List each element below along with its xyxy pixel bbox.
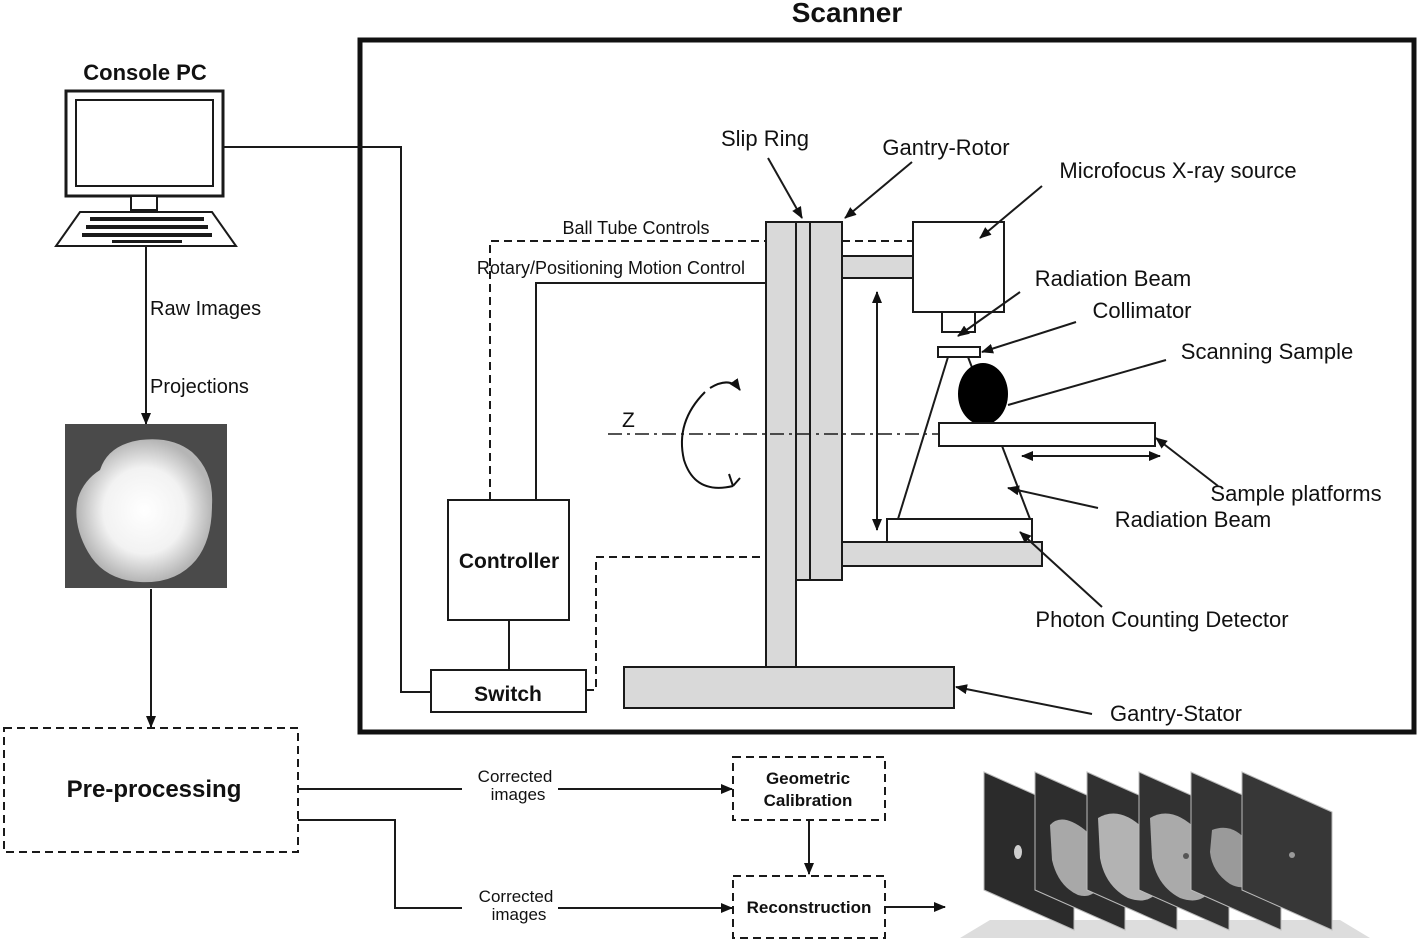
radiation-beam-top-label: Radiation Beam <box>1035 266 1192 291</box>
sample-platforms-label: Sample platforms <box>1210 481 1381 506</box>
photon-detector-label: Photon Counting Detector <box>1035 607 1288 632</box>
rotation-arrow-icon <box>680 391 734 489</box>
scanner-title: Scanner <box>792 0 903 28</box>
corrected-images-label-2b: images <box>492 905 547 924</box>
preprocessing-box <box>3 727 299 853</box>
switch-label: Switch <box>474 683 542 706</box>
projection-image <box>65 424 227 588</box>
preprocessing-label: Pre-processing <box>67 776 242 803</box>
geometric-calibration-label-2: Calibration <box>764 791 853 810</box>
controller-box <box>447 499 570 621</box>
slip-ring-label: Slip Ring <box>721 126 809 151</box>
ball-tube-controls-label: Ball Tube Controls <box>562 218 709 238</box>
xray-source-nozzle <box>941 311 976 333</box>
gantry-column <box>765 221 797 668</box>
raw-images-label: Raw Images <box>150 298 261 320</box>
xray-source <box>912 221 1005 313</box>
console-pc-title: Console PC <box>83 60 207 85</box>
geometric-calibration-box <box>732 756 886 821</box>
scanning-sample <box>958 363 1008 425</box>
photon-detector <box>886 518 1033 543</box>
gantry-rotor <box>809 221 843 581</box>
geometric-calibration-label-1: Geometric <box>766 769 850 788</box>
scanner-frame <box>357 37 1417 735</box>
source-arm <box>841 255 914 279</box>
reconstructed-slices-image <box>960 771 1370 938</box>
rotary-control-label: Rotary/Positioning Motion Control <box>477 258 745 278</box>
z-axis-label: Z <box>622 409 635 432</box>
controller-label: Controller <box>459 550 559 573</box>
gantry-stator-label: Gantry-Stator <box>1110 701 1242 726</box>
xray-source-label: Microfocus X-ray source <box>1059 158 1296 183</box>
collimator <box>937 346 981 358</box>
sample-platform <box>938 422 1156 447</box>
corrected-images-label-1b: images <box>491 785 546 804</box>
gantry-stator <box>623 666 955 709</box>
corrected-images-label-1a: Corrected <box>478 767 553 786</box>
detector-platform <box>841 541 1043 567</box>
collimator-label: Collimator <box>1092 298 1191 323</box>
corrected-images-label-2a: Corrected <box>479 887 554 906</box>
scanning-sample-label: Scanning Sample <box>1181 339 1353 364</box>
switch-box <box>430 669 587 713</box>
reconstruction-label: Reconstruction <box>747 898 872 917</box>
gantry-rotor-label: Gantry-Rotor <box>882 135 1009 160</box>
computer-icon <box>54 89 238 247</box>
projections-label: Projections <box>150 376 249 398</box>
slip-ring <box>795 221 811 581</box>
radiation-beam-bottom-label: Radiation Beam <box>1115 507 1272 532</box>
